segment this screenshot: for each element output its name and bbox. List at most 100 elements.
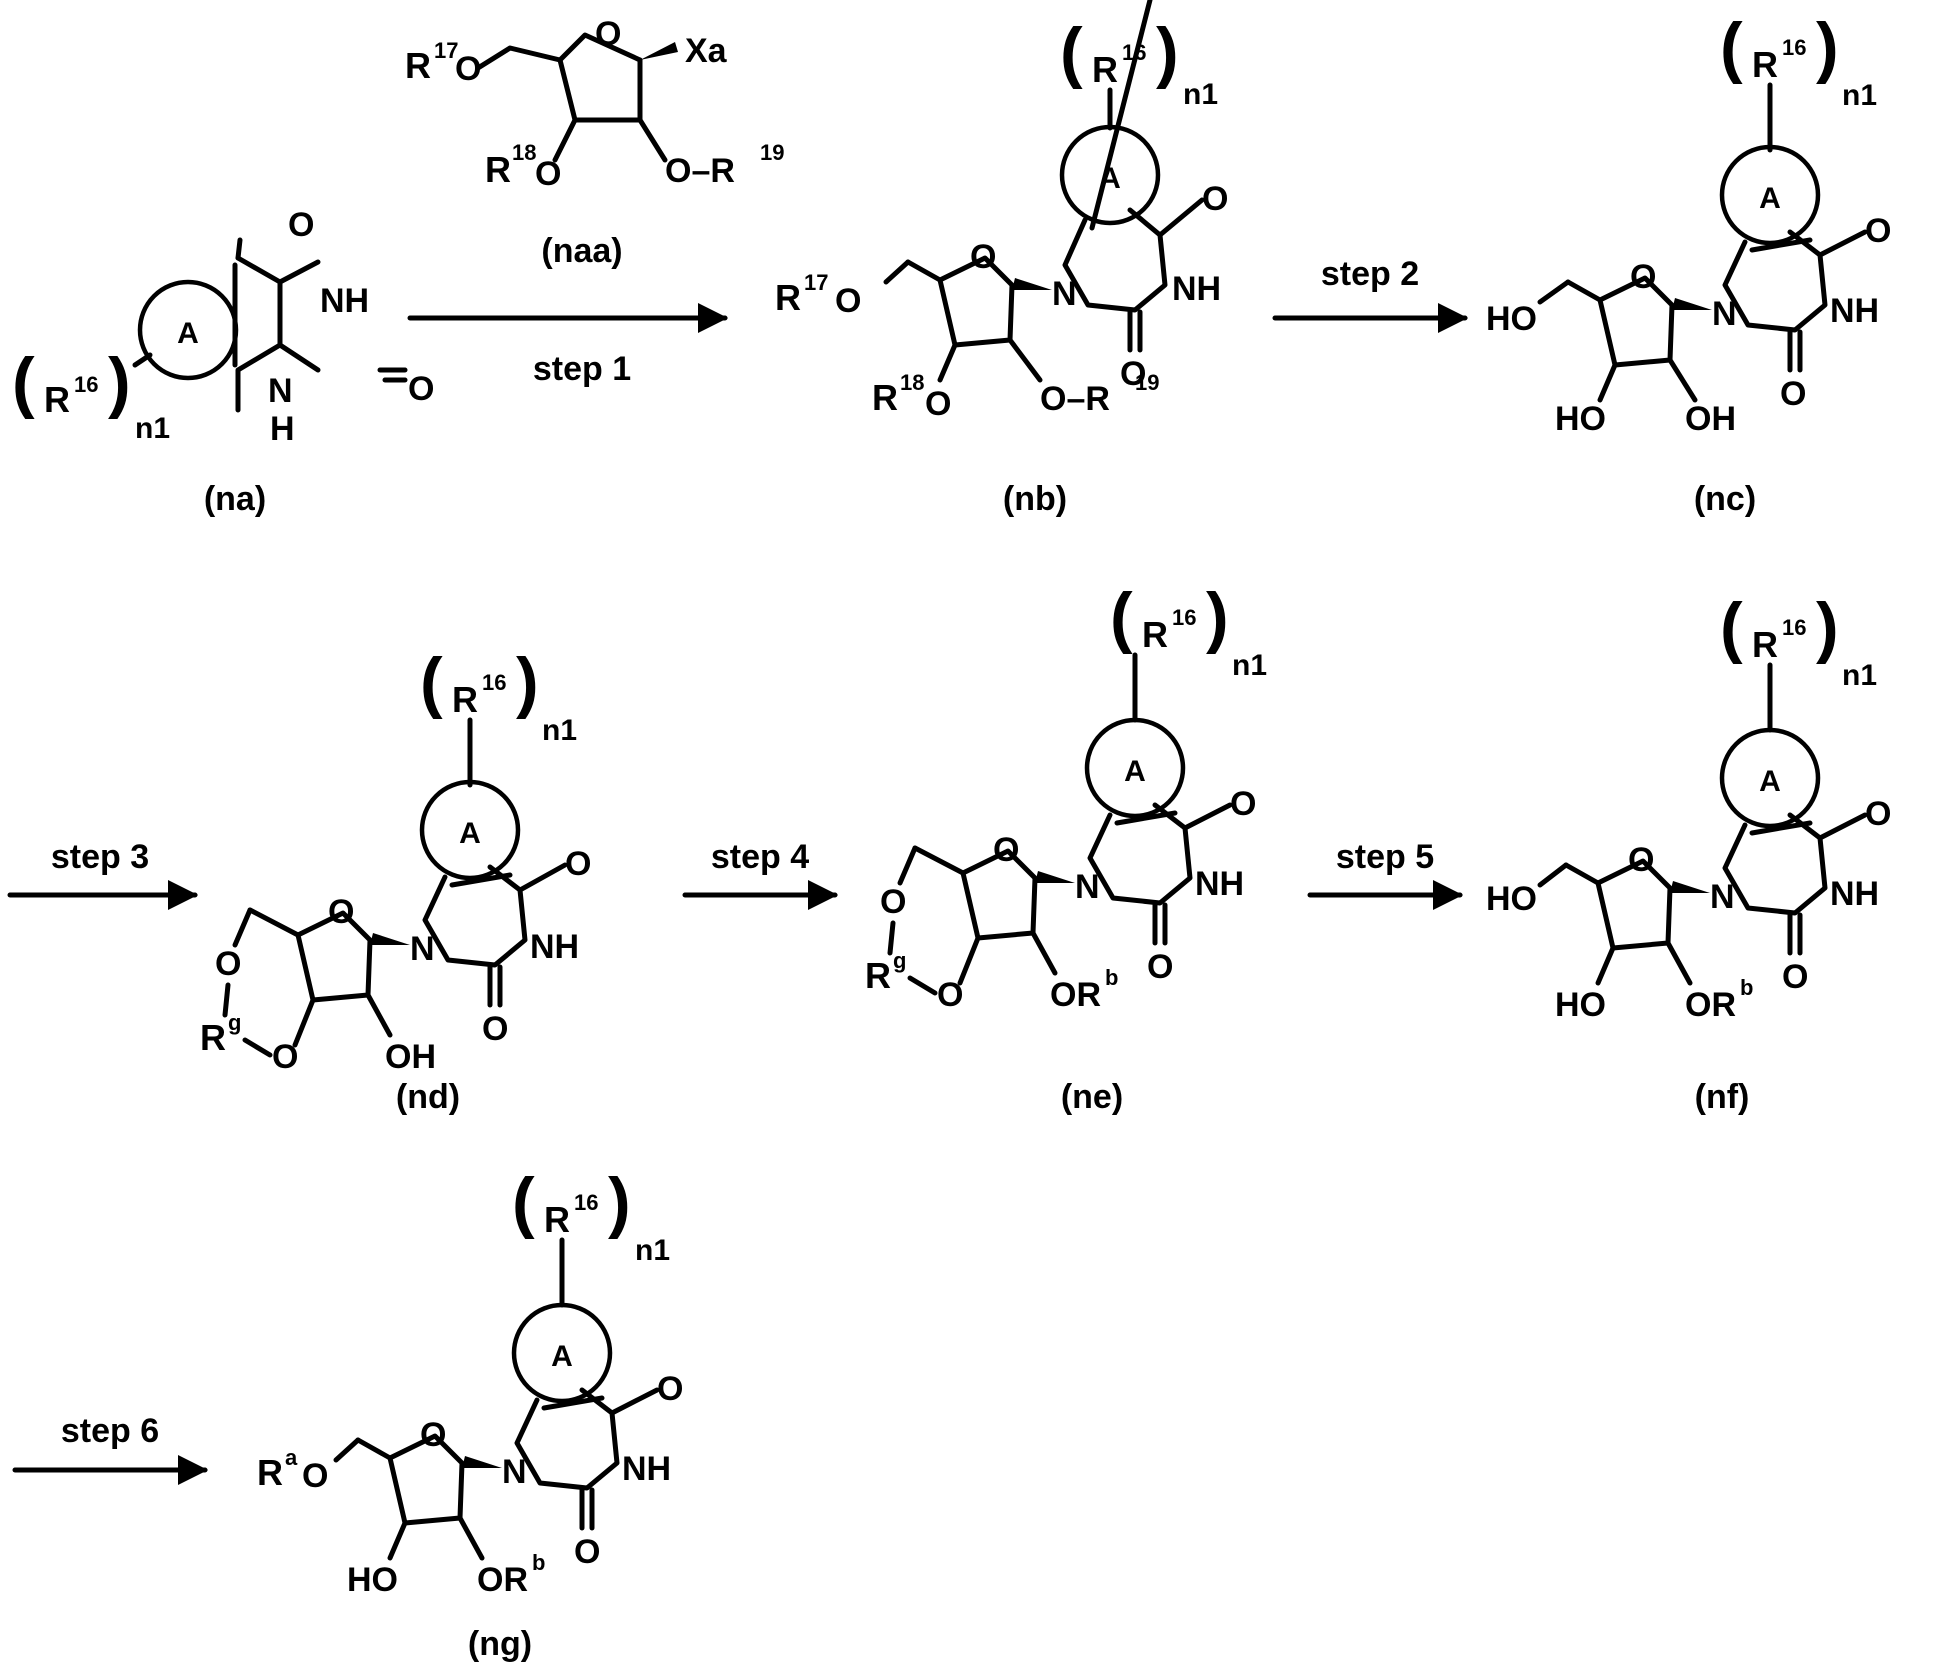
- atom-o: O: [328, 893, 354, 931]
- atom-o: O: [595, 15, 621, 53]
- atom-r: R: [485, 149, 511, 190]
- compound-ng: ( R 16 ) n1 A O NH O N O R a O HO OR b: [257, 1164, 683, 1599]
- atom-ho: HO: [1486, 880, 1537, 918]
- atom-o: O: [925, 385, 951, 423]
- atom-r: R: [405, 45, 431, 86]
- label-ng: (ng): [468, 1625, 532, 1663]
- atom-nh: NH: [1172, 270, 1221, 308]
- label-na: (na): [204, 480, 266, 518]
- atom-o: O: [835, 282, 861, 320]
- compound-nd: ( R 16 ) n1 A O NH O N O O R g O OH: [200, 644, 591, 1076]
- atom-o: O: [420, 1416, 446, 1454]
- paren-open: (: [12, 344, 35, 420]
- atom-r: R: [452, 679, 478, 720]
- label-step1: step 1: [533, 350, 631, 388]
- atom-rg: R: [200, 1017, 226, 1058]
- label-nd: (nd): [396, 1078, 460, 1116]
- superscript-b: b: [1740, 975, 1753, 1000]
- superscript-17: 17: [804, 270, 828, 295]
- atom-o-r: O–R: [1040, 380, 1110, 418]
- compound-nb: ( R 16 ) n1 A O NH O N O R 17 O R 18 O O…: [775, 0, 1228, 423]
- superscript-19: 19: [760, 140, 784, 165]
- atom-ra: R: [257, 1452, 283, 1493]
- atom-n: N: [502, 1453, 527, 1491]
- label-step2: step 2: [1321, 255, 1419, 293]
- superscript-16: 16: [1172, 605, 1196, 630]
- paren-open: (: [1720, 589, 1743, 665]
- atom-o: O: [215, 945, 241, 983]
- paren-open: (: [512, 1164, 535, 1240]
- atom-r: R: [544, 1199, 570, 1240]
- atom-nh: NH: [1830, 875, 1879, 913]
- paren-close: ): [1156, 14, 1179, 90]
- compound-nc: ( R 16 ) n1 A O NH O N O HO HO OH: [1486, 9, 1891, 438]
- label-step4: step 4: [711, 838, 809, 876]
- superscript-18: 18: [512, 140, 536, 165]
- atom-n: N: [1075, 868, 1100, 906]
- subscript-n1: n1: [1842, 659, 1877, 692]
- atom-o: O: [970, 238, 996, 276]
- atom-n: N: [268, 372, 293, 410]
- atom-n: N: [1712, 295, 1737, 333]
- subscript-n1: n1: [135, 412, 170, 445]
- superscript-b: b: [532, 1550, 545, 1575]
- atom-o: O: [302, 1457, 328, 1495]
- atom-nh: NH: [320, 282, 369, 320]
- subscript-n1: n1: [1183, 78, 1218, 111]
- label-nb: (nb): [1003, 480, 1067, 518]
- paren-close: ): [1206, 579, 1229, 655]
- atom-r: R: [1752, 44, 1778, 85]
- atom-r: R: [1752, 624, 1778, 665]
- atom-o: O: [1630, 258, 1656, 296]
- paren-open: (: [1060, 14, 1083, 90]
- atom-o: O: [1230, 785, 1256, 823]
- atom-r: R: [1142, 614, 1168, 655]
- atom-ho: HO: [1486, 300, 1537, 338]
- atom-r: R: [872, 377, 898, 418]
- atom-o: O: [288, 206, 314, 244]
- ring-a-label: A: [551, 1340, 573, 1373]
- atom-oh: OH: [1685, 400, 1736, 438]
- atom-o: O: [1628, 841, 1654, 879]
- superscript-18: 18: [900, 370, 924, 395]
- atom-o: O: [657, 1370, 683, 1408]
- label-nf: (nf): [1695, 1078, 1750, 1116]
- atom-o: O: [993, 831, 1019, 869]
- paren-close: ): [1816, 589, 1839, 665]
- compound-nf: ( R 16 ) n1 A O NH O N O HO HO OR b: [1486, 589, 1891, 1024]
- atom-nh: NH: [530, 928, 579, 966]
- ring-a-label: A: [177, 317, 199, 350]
- paren-close: ): [1816, 9, 1839, 85]
- superscript-16: 16: [1782, 615, 1806, 640]
- atom-r: R: [775, 277, 801, 318]
- compound-ne: ( R 16 ) n1 A O NH O N O O R g O OR b: [865, 579, 1267, 1014]
- superscript-g: g: [228, 1010, 241, 1035]
- atom-r: R: [44, 379, 70, 420]
- atom-xa: Xa: [685, 32, 728, 70]
- atom-o-r: O–R: [665, 152, 735, 190]
- label-step5: step 5: [1336, 838, 1434, 876]
- superscript-16: 16: [574, 1190, 598, 1215]
- atom-orb: OR: [1685, 986, 1736, 1024]
- atom-ho: HO: [1555, 400, 1606, 438]
- superscript-16: 16: [482, 670, 506, 695]
- label-nc: (nc): [1694, 480, 1756, 518]
- superscript-19: 19: [1135, 370, 1159, 395]
- atom-o: O: [1780, 375, 1806, 413]
- atom-rg: R: [865, 955, 891, 996]
- superscript-16: 16: [1782, 35, 1806, 60]
- subscript-n1: n1: [542, 714, 577, 747]
- atom-nh: NH: [1830, 292, 1879, 330]
- atom-o: O: [574, 1533, 600, 1571]
- subscript-n1: n1: [1842, 79, 1877, 112]
- superscript-a: a: [285, 1445, 298, 1470]
- superscript-g: g: [893, 948, 906, 973]
- atom-o: O: [1202, 180, 1228, 218]
- paren-open: (: [1110, 579, 1133, 655]
- atom-nh: NH: [622, 1450, 671, 1488]
- ring-a-label: A: [459, 817, 481, 850]
- label-ne: (ne): [1061, 1078, 1123, 1116]
- atom-orb: OR: [1050, 976, 1101, 1014]
- atom-n: N: [410, 930, 435, 968]
